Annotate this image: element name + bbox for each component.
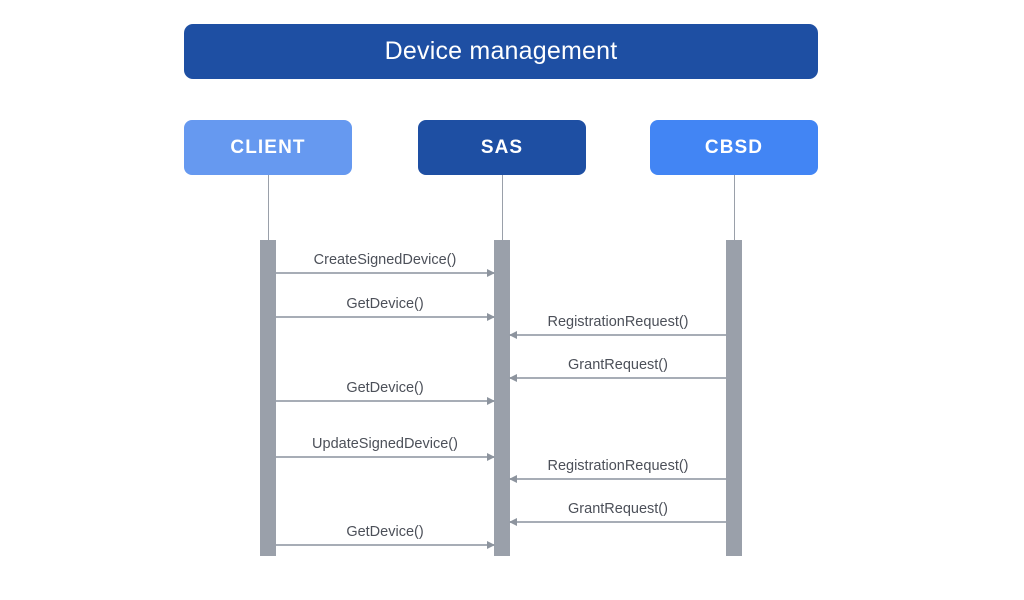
arrowhead-left-icon bbox=[509, 331, 517, 339]
arrowhead-left-icon bbox=[509, 518, 517, 526]
message-label: GetDevice() bbox=[346, 523, 424, 540]
lifeline-stem-client bbox=[268, 175, 269, 241]
participant-box-cbsd[interactable]: CBSD bbox=[650, 120, 818, 175]
message-label: UpdateSignedDevice() bbox=[312, 435, 458, 452]
message-label: GrantRequest() bbox=[568, 500, 668, 517]
arrowhead-left-icon bbox=[509, 374, 517, 382]
message-line bbox=[276, 544, 494, 546]
participant-label-cbsd: CBSD bbox=[704, 137, 764, 158]
activation-bar-sas bbox=[494, 240, 510, 556]
message-line bbox=[276, 272, 494, 274]
message-2-get-device[interactable]: GetDevice() bbox=[276, 296, 495, 321]
message-label: RegistrationRequest() bbox=[547, 457, 689, 474]
message-line bbox=[510, 521, 726, 523]
message-3-registration-request[interactable]: RegistrationRequest() bbox=[509, 314, 726, 339]
message-label: GetDevice() bbox=[346, 295, 424, 312]
message-line bbox=[510, 334, 726, 336]
participant-label-client: CLIENT bbox=[230, 137, 306, 158]
arrowhead-left-icon bbox=[509, 475, 517, 483]
participant-label-sas: SAS bbox=[480, 137, 524, 158]
participant-box-client[interactable]: CLIENT bbox=[184, 120, 352, 175]
message-line bbox=[276, 456, 494, 458]
message-8-grant-request[interactable]: GrantRequest() bbox=[509, 501, 726, 526]
message-label: RegistrationRequest() bbox=[547, 313, 689, 330]
message-1-create-signed-device[interactable]: CreateSignedDevice() bbox=[276, 252, 495, 277]
message-line bbox=[510, 478, 726, 480]
arrowhead-right-icon bbox=[487, 269, 495, 277]
participant-box-sas[interactable]: SAS bbox=[418, 120, 586, 175]
message-6-update-signed-device[interactable]: UpdateSignedDevice() bbox=[276, 436, 495, 461]
arrowhead-right-icon bbox=[487, 397, 495, 405]
arrowhead-right-icon bbox=[487, 453, 495, 461]
arrowhead-right-icon bbox=[487, 313, 495, 321]
activation-bar-cbsd bbox=[726, 240, 742, 556]
lifeline-stem-sas bbox=[502, 175, 503, 241]
lifeline-stem-cbsd bbox=[734, 175, 735, 241]
message-7-registration-request[interactable]: RegistrationRequest() bbox=[509, 458, 726, 483]
arrowhead-right-icon bbox=[487, 541, 495, 549]
message-5-get-device[interactable]: GetDevice() bbox=[276, 380, 495, 405]
message-4-grant-request[interactable]: GrantRequest() bbox=[509, 357, 726, 382]
message-9-get-device[interactable]: GetDevice() bbox=[276, 524, 495, 549]
message-label: GetDevice() bbox=[346, 379, 424, 396]
message-line bbox=[276, 316, 494, 318]
activation-bar-client bbox=[260, 240, 276, 556]
page-title: Device management bbox=[384, 37, 618, 65]
message-line bbox=[510, 377, 726, 379]
diagram-title-bar: Device management bbox=[184, 24, 818, 79]
message-label: GrantRequest() bbox=[568, 356, 668, 373]
message-label: CreateSignedDevice() bbox=[313, 251, 457, 268]
message-line bbox=[276, 400, 494, 402]
